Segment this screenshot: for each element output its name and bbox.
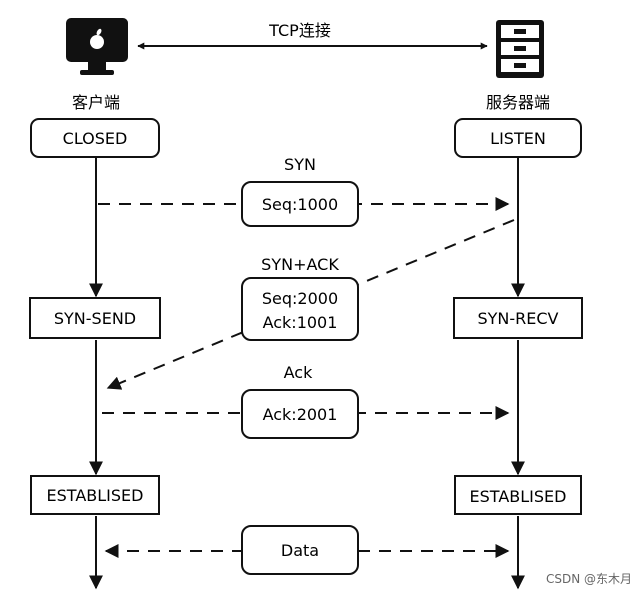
client-label: 客户端 (72, 93, 120, 112)
data-packet-box: Data (241, 525, 359, 575)
syn-ack-packet-box: Seq:2000 Ack:1001 (241, 277, 359, 341)
svg-text:Data: Data (281, 541, 319, 560)
svg-text:SYN-SEND: SYN-SEND (54, 309, 136, 328)
syn-packet-box: Seq:1000 (241, 181, 359, 227)
svg-text:Ack:1001: Ack:1001 (263, 313, 338, 332)
svg-text:CLOSED: CLOSED (63, 129, 128, 148)
ack-label: Ack (284, 363, 313, 382)
server-state-established: ESTABLISED (454, 475, 582, 515)
syn-ack-label: SYN+ACK (261, 255, 339, 274)
client-state-established: ESTABLISED (30, 475, 160, 515)
svg-text:Seq:1000: Seq:1000 (262, 195, 338, 214)
server-state-listen: LISTEN (454, 118, 582, 158)
server-label: 服务器端 (486, 93, 550, 112)
svg-text:Ack:2001: Ack:2001 (263, 405, 338, 424)
server-cabinet-icon (496, 20, 544, 78)
client-state-syn-send: SYN-SEND (29, 297, 161, 339)
svg-text:ESTABLISED: ESTABLISED (470, 487, 567, 506)
client-state-closed: CLOSED (30, 118, 160, 158)
syn-label: SYN (284, 155, 316, 174)
svg-text:Seq:2000: Seq:2000 (262, 289, 338, 308)
server-state-syn-recv: SYN-RECV (453, 297, 583, 339)
connection-label: TCP连接 (268, 21, 331, 40)
ack-packet-box: Ack:2001 (241, 389, 359, 439)
svg-text:SYN-RECV: SYN-RECV (477, 309, 558, 328)
watermark: CSDN @东木月 (546, 572, 632, 586)
computer-monitor-icon (66, 18, 128, 75)
svg-text:LISTEN: LISTEN (490, 129, 546, 148)
svg-text:ESTABLISED: ESTABLISED (47, 486, 144, 505)
